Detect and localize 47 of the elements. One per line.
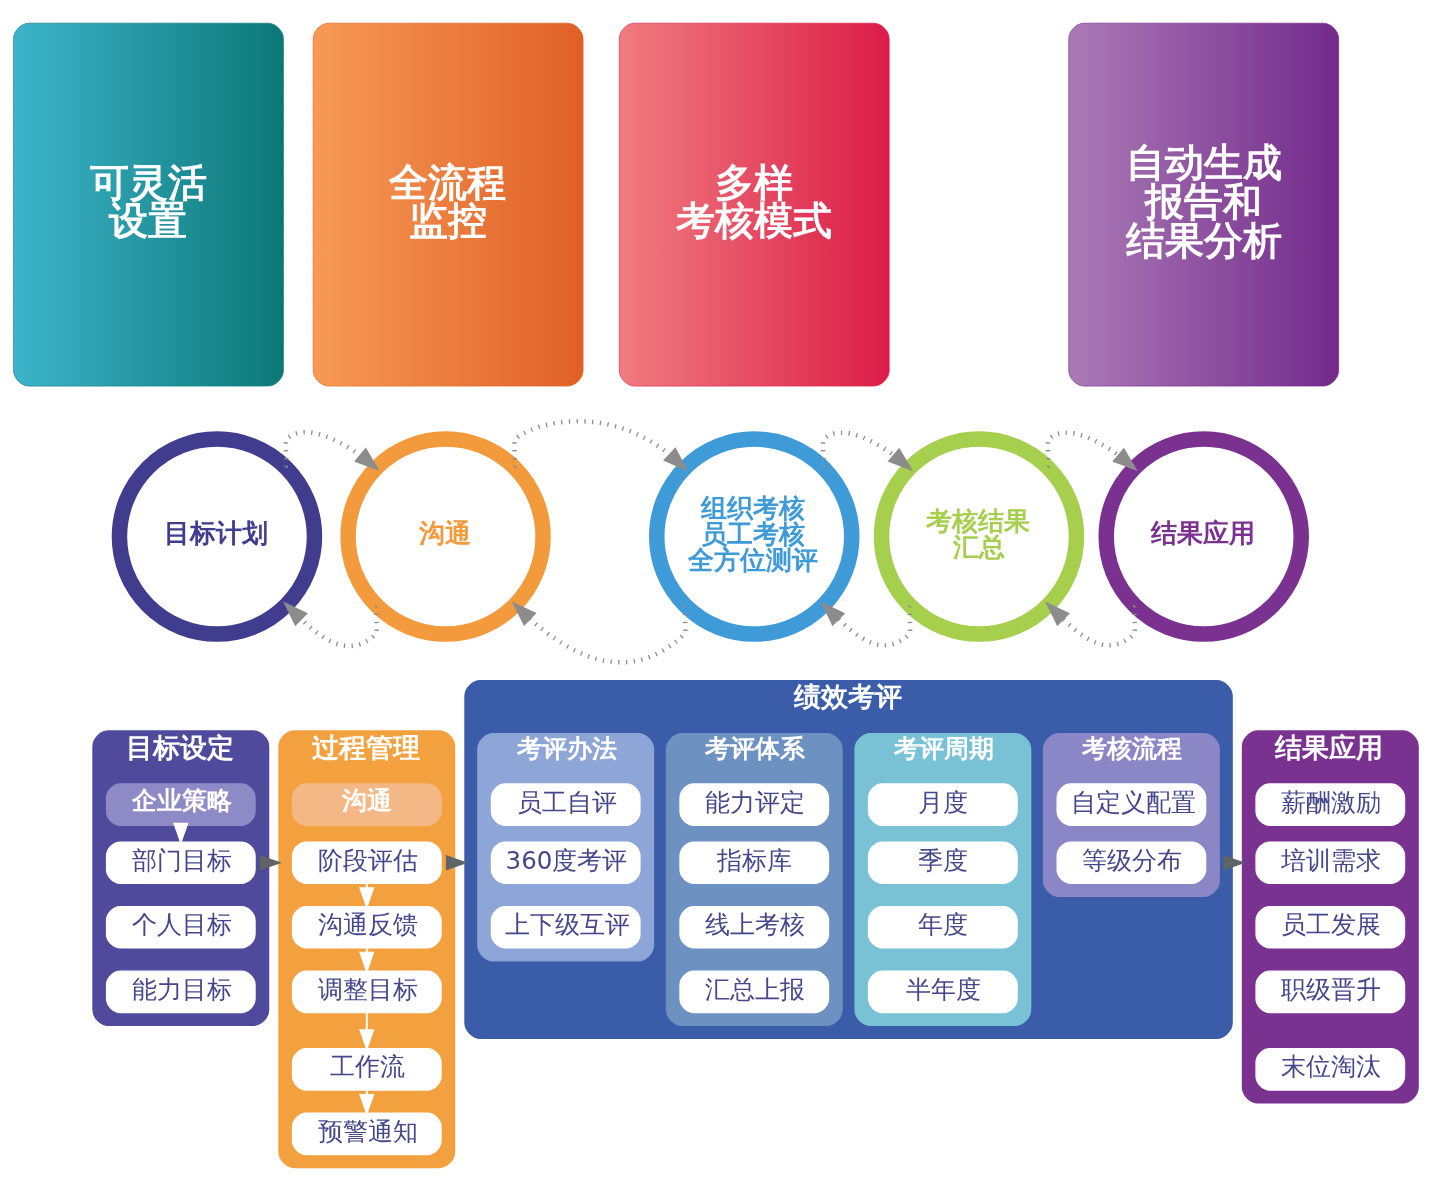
arrow (1045, 601, 1138, 648)
node-box: 全流程监控 (312, 22, 584, 387)
node-circle: 考核结果汇总 (873, 431, 1085, 642)
node-box: 汇总上报 (679, 970, 830, 1014)
node-circle: 组织考核 员工考核 全方位测评 (649, 431, 860, 642)
arrow (820, 601, 913, 648)
node-box: 能力目标 (105, 970, 256, 1014)
node-box: 上下级互评 (490, 905, 641, 949)
node-box: 自动生成报告和结果分析 (1068, 22, 1340, 387)
arrow (283, 430, 380, 472)
node-box: 员工自评 (490, 783, 641, 826)
node-box: 360度考评 (490, 841, 641, 884)
arrow (1045, 430, 1138, 472)
node-box: 培训需求 (1255, 841, 1406, 884)
node-box: 阶段评估 (291, 841, 442, 884)
arrow (820, 430, 914, 472)
node-box: 个人目标 (105, 905, 256, 949)
node-circle: 目标计划 (111, 431, 323, 642)
node-box: 多样考核模式 (618, 22, 890, 387)
node-circle: 结果应用 (1098, 431, 1309, 642)
node-box: 沟通反馈 (291, 905, 442, 949)
node-box: 指标库 (679, 841, 830, 884)
node-box: 末位淘汰 (1255, 1048, 1406, 1091)
arrow (511, 601, 688, 665)
node-box: 预警通知 (291, 1112, 442, 1156)
arrow (283, 601, 380, 649)
arrow (511, 418, 689, 472)
node-box: 工作流 (291, 1048, 442, 1091)
arrow (445, 855, 468, 871)
node-box: 员工发展 (1255, 905, 1406, 949)
node-box: 自定义配置 (1056, 783, 1207, 826)
node-box: 薪酬激励 (1255, 783, 1406, 826)
arrow (1223, 855, 1246, 871)
node-box: 能力评定 (679, 783, 830, 826)
node-box: 季度 (867, 841, 1018, 884)
arrow (259, 855, 282, 871)
node-box: 年度 (867, 905, 1018, 949)
node-box: 调整目标 (291, 970, 442, 1014)
node-box: 部门目标 (105, 841, 256, 884)
node-box: 线上考核 (679, 905, 830, 949)
node-box: 半年度 (867, 970, 1018, 1014)
node-box: 可灵活设置 (13, 22, 284, 387)
node-circle: 沟通 (340, 431, 551, 642)
node-box: 沟通 (291, 783, 442, 826)
node-box: 职级晋升 (1255, 970, 1406, 1014)
node-box: 月度 (867, 783, 1018, 826)
node-box: 等级分布 (1056, 841, 1207, 884)
